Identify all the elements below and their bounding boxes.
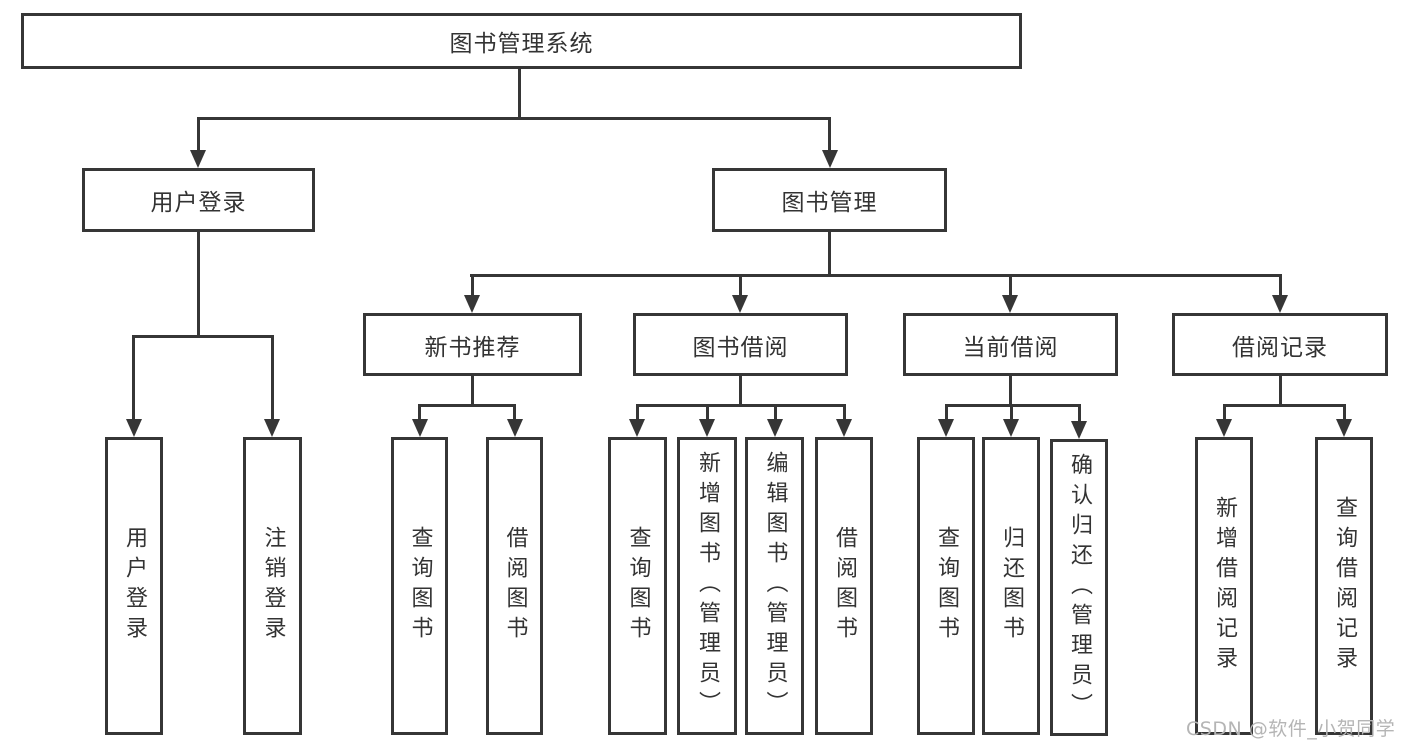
node-book-management: 图书管理: [712, 168, 947, 232]
connector-line: [739, 376, 742, 407]
connector-line: [197, 232, 200, 338]
arrow-down-icon: [1336, 419, 1352, 437]
arrow-down-icon: [507, 419, 523, 437]
node-user-login-label: 用户登录: [150, 190, 247, 216]
node-new-book-recommend-label: 新书推荐: [424, 334, 521, 361]
leaf-br-query-record: 查询借阅记录: [1315, 437, 1373, 735]
leaf-cb-query-books-label: 查询图书: [934, 526, 959, 646]
connector-line: [513, 404, 516, 424]
connector-line: [1009, 274, 1012, 299]
leaf-br-add-record: 新增借阅记录: [1195, 437, 1253, 735]
connector-line: [197, 117, 831, 120]
arrow-down-icon: [767, 419, 783, 437]
leaf-bb-add-books-admin-label: 新增图书（管理员）: [695, 451, 720, 721]
csdn-watermark: CSDN @软件_小贺同学: [1186, 718, 1396, 740]
leaf-bb-borrow-books-label: 借阅图书: [832, 526, 857, 646]
connector-line: [1279, 274, 1282, 299]
node-user-login: 用户登录: [82, 168, 315, 232]
arrow-down-icon: [1002, 295, 1018, 313]
connector-line: [843, 404, 846, 424]
arrow-down-icon: [1071, 421, 1087, 439]
arrow-down-icon: [412, 419, 428, 437]
leaf-bb-edit-books-admin-label: 编辑图书（管理员）: [762, 451, 788, 721]
arrow-down-icon: [1272, 295, 1288, 313]
node-book-borrow: 图书借阅: [633, 313, 848, 376]
connector-line: [945, 404, 1081, 407]
arrow-down-icon: [938, 419, 954, 437]
leaf-cb-confirm-return-admin: 确认归还（管理员）: [1050, 439, 1108, 736]
arrow-down-icon: [822, 150, 838, 168]
leaf-bb-query-books: 查询图书: [608, 437, 667, 735]
connector-line: [1078, 404, 1081, 424]
connector-line: [828, 232, 831, 277]
leaf-user-login-label: 用户登录: [122, 526, 147, 646]
connector-line: [636, 404, 639, 424]
leaf-nb-query-books-label: 查询图书: [407, 526, 433, 646]
leaf-nb-borrow-books-label: 借阅图书: [502, 526, 528, 646]
connector-line: [132, 335, 135, 423]
connector-line: [418, 404, 516, 407]
connector-line: [471, 274, 474, 299]
leaf-br-add-record-label: 新增借阅记录: [1212, 496, 1237, 676]
leaf-cb-query-books: 查询图书: [917, 437, 975, 735]
leaf-user-login: 用户登录: [105, 437, 163, 735]
arrow-down-icon: [190, 150, 206, 168]
connector-line: [945, 404, 948, 424]
leaf-logout-label: 注销登录: [260, 526, 286, 646]
connector-line: [774, 404, 777, 424]
connector-line: [1009, 376, 1012, 407]
leaf-cb-return-books-label: 归还图书: [999, 526, 1024, 646]
arrow-down-icon: [264, 419, 280, 437]
arrow-down-icon: [1216, 419, 1232, 437]
connector-line: [1223, 404, 1346, 407]
connector-line: [418, 404, 421, 424]
leaf-bb-add-books-admin: 新增图书（管理员）: [677, 437, 737, 735]
leaf-cb-confirm-return-admin-label: 确认归还（管理员）: [1067, 452, 1092, 723]
connector-line: [1343, 404, 1346, 424]
node-root-label: 图书管理系统: [449, 31, 594, 57]
connector-line: [828, 117, 831, 153]
node-new-book-recommend: 新书推荐: [363, 313, 582, 376]
leaf-nb-borrow-books: 借阅图书: [486, 437, 543, 735]
connector-line: [197, 117, 200, 153]
node-current-borrow: 当前借阅: [903, 313, 1118, 376]
node-borrow-records: 借阅记录: [1172, 313, 1388, 376]
arrow-down-icon: [836, 419, 852, 437]
connector-line: [1223, 404, 1226, 424]
connector-line: [1279, 376, 1282, 407]
leaf-bb-edit-books-admin: 编辑图书（管理员）: [745, 437, 804, 735]
connector-line: [518, 68, 521, 119]
arrow-down-icon: [699, 419, 715, 437]
connector-line: [470, 274, 1282, 277]
leaf-br-query-record-label: 查询借阅记录: [1332, 496, 1357, 676]
connector-line: [739, 274, 742, 299]
leaf-cb-return-books: 归还图书: [982, 437, 1040, 735]
arrow-down-icon: [629, 419, 645, 437]
leaf-bb-borrow-books: 借阅图书: [815, 437, 873, 735]
connector-line: [636, 404, 846, 407]
node-book-borrow-label: 图书借阅: [692, 334, 789, 361]
connector-line: [706, 404, 709, 424]
connector-line: [132, 335, 274, 338]
arrow-down-icon: [1003, 419, 1019, 437]
node-book-management-label: 图书管理: [781, 190, 878, 216]
connector-line: [271, 335, 274, 423]
leaf-bb-query-books-label: 查询图书: [625, 526, 651, 646]
connector-line: [1010, 404, 1013, 424]
arrow-down-icon: [732, 295, 748, 313]
leaf-nb-query-books: 查询图书: [391, 437, 448, 735]
arrow-down-icon: [126, 419, 142, 437]
node-current-borrow-label: 当前借阅: [962, 334, 1059, 361]
leaf-logout: 注销登录: [243, 437, 302, 735]
node-borrow-records-label: 借阅记录: [1232, 334, 1328, 361]
arrow-down-icon: [464, 295, 480, 313]
connector-line: [471, 376, 474, 407]
node-root: 图书管理系统: [21, 13, 1022, 69]
